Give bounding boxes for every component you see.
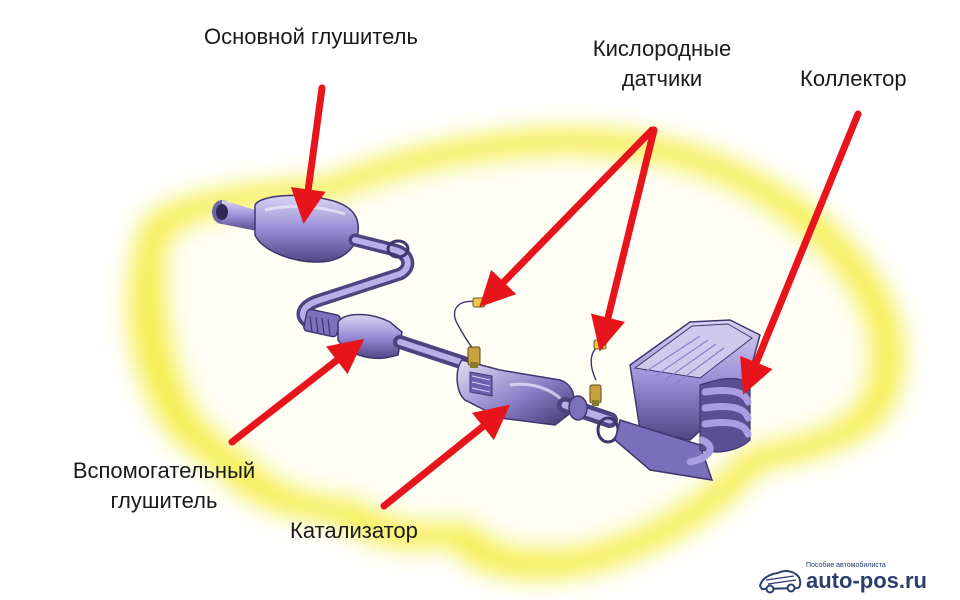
engine	[614, 319, 761, 481]
arrow-main-muffler	[290, 84, 326, 225]
flex-joint	[303, 308, 341, 338]
arrow-catalyst	[380, 404, 511, 510]
tailpipe	[212, 200, 262, 232]
label-aux-muffler-line2: глушитель	[110, 488, 218, 513]
label-oxygen-sensors-line1: Кислородные	[592, 36, 732, 61]
label-main-muffler: Основной глушитель	[204, 24, 418, 49]
callout-arrows	[228, 84, 862, 510]
arrow-manifold	[740, 110, 862, 395]
watermark-tagline: Пособие автомобилиста	[806, 562, 886, 569]
label-oxygen-sensors: Кислородные датчики	[572, 34, 752, 94]
label-catalyst: Катализатор	[290, 518, 418, 543]
label-manifold: Коллектор	[800, 66, 907, 91]
car-icon	[758, 570, 802, 594]
watermark: Пособие автомобилиста auto-pos.ru	[756, 560, 956, 598]
arrow-o2-sensor-1	[479, 126, 656, 308]
label-oxygen-sensors-line2: датчики	[621, 66, 703, 91]
label-aux-muffler-line1: Вспомогательный	[72, 458, 256, 483]
arrow-o2-sensor-2	[591, 126, 658, 352]
watermark-site: auto-pos.ru	[806, 568, 927, 593]
exhaust-manifold	[686, 378, 752, 466]
arrow-aux-muffler	[228, 338, 365, 446]
label-aux-muffler: Вспомогательный глушитель	[44, 456, 284, 516]
